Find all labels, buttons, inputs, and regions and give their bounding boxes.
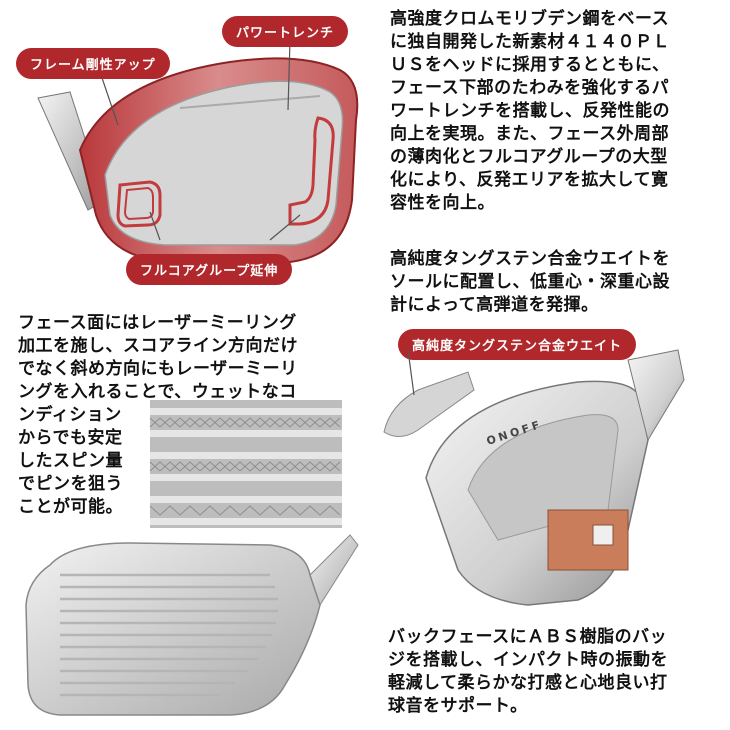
text-tungsten: 高純度タングステン合金ウエイトを ソールに配置し、低重心・深重心設 計によって高… — [390, 249, 670, 315]
text-face-milling: フェース面にはレーザーミーリング 加工を施し、スコアライン方向だけ でなく斜め方… — [18, 313, 298, 402]
club-back-illustration: ONOFF — [383, 349, 685, 606]
full-core-groove-left-inner — [123, 186, 154, 221]
label-power-wrench: パワートレンチ — [222, 16, 349, 47]
abs-badge — [547, 509, 629, 571]
text-back-face: バックフェースにＡＢＳ樹脂のバッ ジを搭載し、インパクト時の振動を 軽減して柔ら… — [388, 627, 668, 716]
text-material: 高強度クロムモリブデン鋼をベース に独自開発した新素材４１４０ＰＬ ＵＳをヘッド… — [390, 9, 670, 213]
full-core-groove-right — [288, 116, 335, 226]
club-face-illustration — [25, 534, 359, 716]
power-wrench-ridge — [179, 95, 321, 109]
full-core-groove-left — [116, 180, 162, 228]
cutaway-club-head-illustration — [37, 39, 359, 263]
face-milling-texture — [149, 400, 342, 528]
tungsten-weight — [383, 371, 475, 437]
label-full-core-groove: フルコアグループ延伸 — [126, 254, 293, 285]
cavity — [104, 80, 344, 246]
label-frame-rigidity: フレーム剛性アップ — [16, 48, 170, 79]
text-face-milling-cont: ンディション からでも安定 したスピン量 でピンを狙う ことが可能。 — [18, 405, 123, 517]
label-tungsten-weight: 高純度タングステン合金ウエイト — [398, 329, 637, 360]
